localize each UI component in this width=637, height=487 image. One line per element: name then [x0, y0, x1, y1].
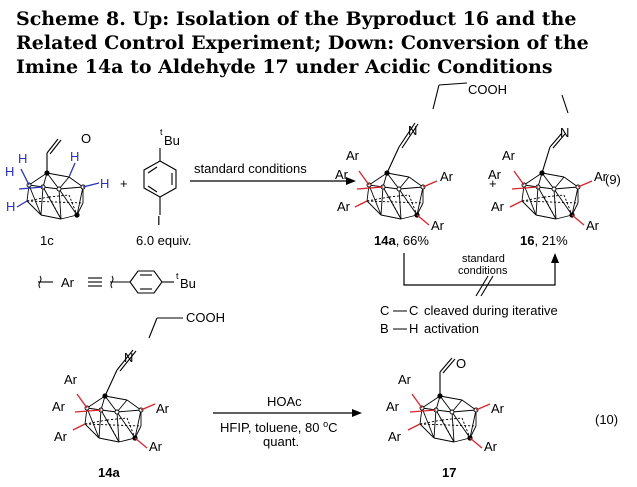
condition-label: standard conditions [194, 161, 307, 176]
title-line-1: Scheme 8. Up: Isolation of the Byproduct… [16, 8, 577, 30]
title-line-2: Related Control Experiment; Down: Conver… [16, 32, 589, 54]
equation-number-9: (9) [605, 172, 621, 187]
aryl-label: Ar [586, 218, 600, 233]
label-16: 16, 21% [520, 233, 568, 248]
aryl-label: Ar [440, 169, 454, 184]
hydrogen-label: H [18, 151, 27, 166]
aryl-label: Ar [64, 372, 78, 387]
bond-h-label: H [409, 321, 418, 336]
conditions-label: HFIP, toluene, 80 oC [220, 419, 338, 435]
reagent-label: HOAc [267, 394, 302, 409]
compound-16 [509, 94, 593, 226]
compound-14a [354, 82, 468, 226]
plus-sign: + [120, 176, 128, 191]
bond-c-label: C [380, 303, 389, 318]
aryl-label: Ar [386, 399, 400, 414]
hydrogen-label: H [100, 176, 109, 191]
cleave-label: cleaved during iterative [424, 303, 558, 318]
iodine-label: I [157, 213, 161, 228]
bond-b-label: B [380, 321, 389, 336]
compound-1c [16, 138, 100, 220]
aryl-label: Ar [149, 439, 163, 454]
aryl-label: Ar [484, 439, 498, 454]
bond-c-label: C [409, 303, 418, 318]
aryl-label: Ar [346, 148, 360, 163]
aryl-label: Ar [488, 167, 502, 182]
equation-number-10: (10) [595, 412, 618, 427]
scheme-title: Scheme 8. Up: Isolation of the Byproduct… [16, 7, 626, 79]
aryl-label: Ar [594, 169, 608, 184]
tbu-superscript: t [176, 271, 179, 281]
oxygen-label: O [456, 356, 466, 371]
tbu-superscript: t [160, 127, 163, 137]
aryl-label: Ar [398, 372, 412, 387]
aryl-label: Ar [502, 148, 516, 163]
label-14a: 14a, 66% [374, 233, 429, 248]
aryl-label: Ar [431, 218, 445, 233]
standard-label: standard [462, 253, 505, 265]
aryl-label: Ar [388, 429, 402, 444]
label-14a: 14a [98, 465, 120, 480]
tbu-label: Bu [180, 276, 196, 291]
ar-legend [38, 270, 174, 294]
aryl-label: Ar [337, 199, 351, 214]
oxygen-label: O [81, 131, 91, 146]
label-17: 17 [442, 465, 456, 480]
aryl-label: Ar [491, 401, 505, 416]
aryl-label: Ar [156, 401, 170, 416]
control-arrow [403, 253, 556, 286]
compound-14a-bottom [72, 317, 183, 449]
tbu-label: Bu [164, 133, 180, 148]
compound-17 [407, 357, 491, 449]
nitrogen-label: N [408, 123, 417, 138]
legend-ar-label: Ar [61, 275, 75, 290]
quant-label: quant. [263, 434, 299, 449]
plus-sign: + [489, 176, 497, 191]
conditions-label: conditions [458, 265, 508, 277]
aryl-label: Ar [54, 429, 68, 444]
label-1c: 1c [40, 233, 54, 248]
hydrogen-label: H [6, 199, 15, 214]
aryl-label: Ar [491, 199, 505, 214]
aryl-iodide [143, 148, 177, 215]
cooh-label: COOH [186, 310, 225, 325]
activation-label: activation [424, 321, 479, 336]
nitrogen-label: N [560, 125, 569, 140]
equiv-label: 6.0 equiv. [136, 233, 191, 248]
hydrogen-label: H [70, 149, 79, 164]
cooh-label: COOH [468, 82, 507, 97]
hydrogen-label: H [5, 164, 14, 179]
aryl-label: Ar [52, 399, 66, 414]
nitrogen-label: N [124, 350, 133, 365]
title-line-3: Imine 14a to Aldehyde 17 under Acidic Co… [16, 56, 553, 78]
aryl-label: Ar [335, 167, 349, 182]
